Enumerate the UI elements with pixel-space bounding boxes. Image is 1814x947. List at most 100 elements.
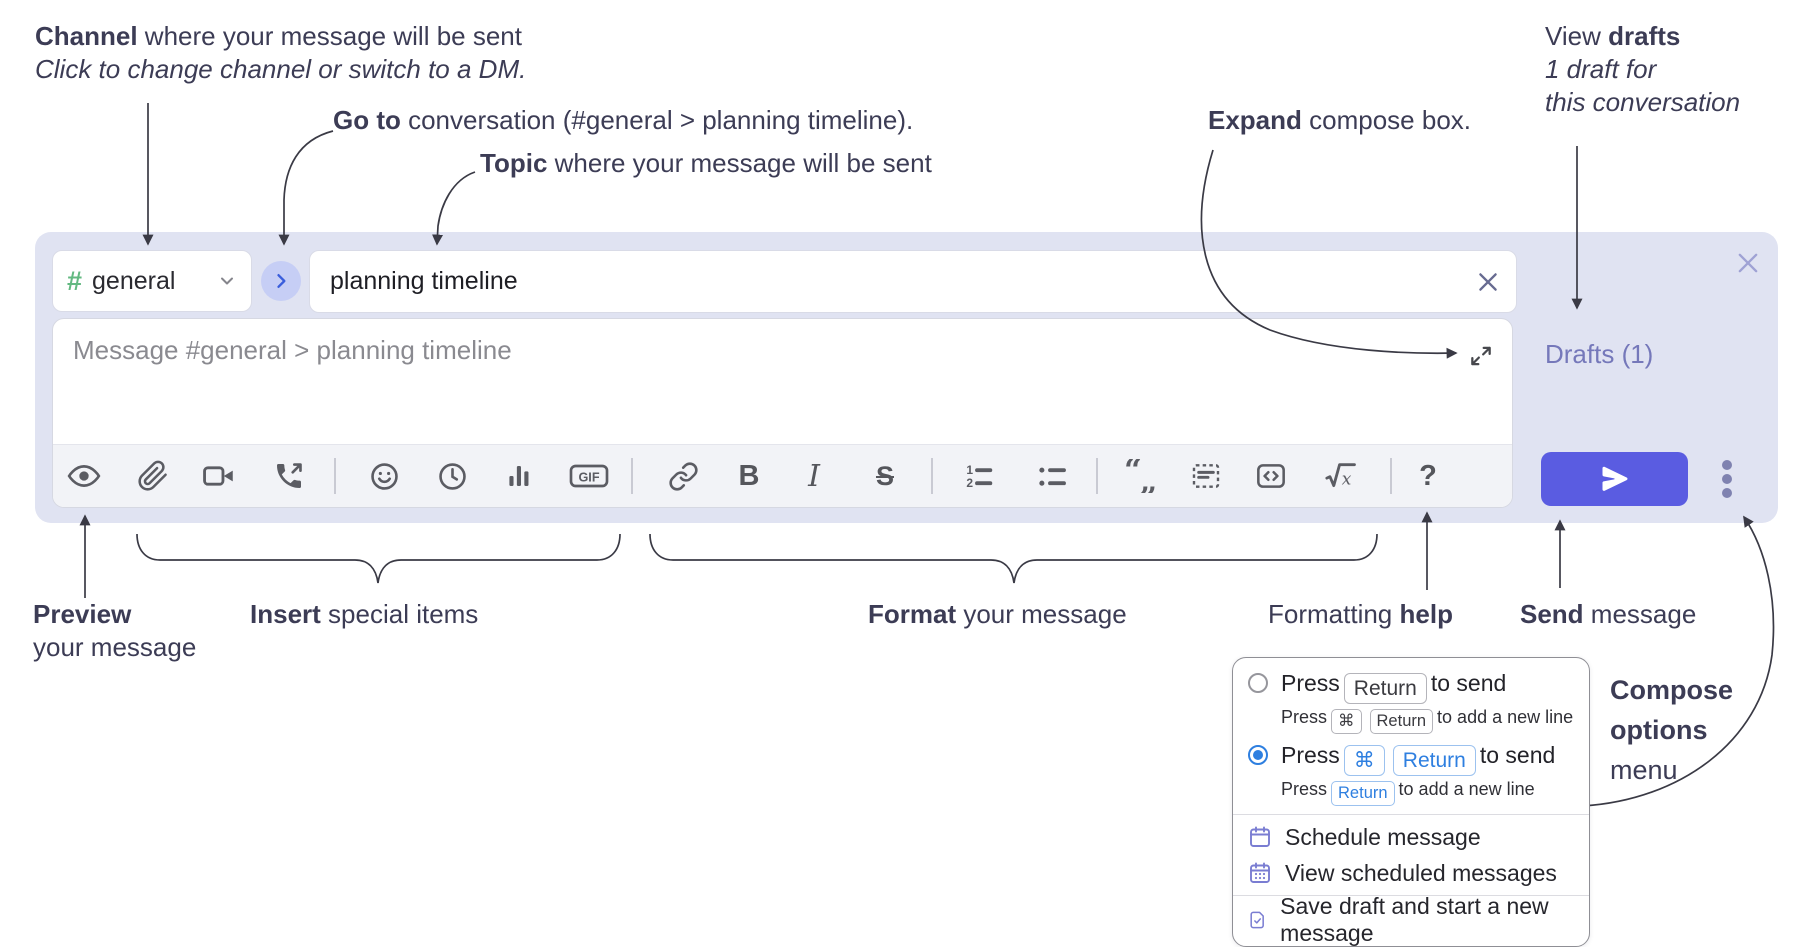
- cmd-keycap: ⌘: [1343, 745, 1385, 776]
- link-icon: [668, 461, 698, 491]
- compose-options-annotation: Compose options menu: [1610, 675, 1734, 785]
- bulleted-list-button[interactable]: [1029, 453, 1075, 499]
- channel-name: general: [92, 266, 176, 295]
- video-camera-icon: [203, 466, 233, 486]
- menu-divider: [1233, 814, 1589, 815]
- bold-icon: B: [738, 459, 760, 492]
- send-plane-icon: [1602, 466, 1627, 491]
- chevron-right-icon: [277, 274, 286, 288]
- save-draft-item[interactable]: Save draft and start a new message: [1248, 893, 1574, 946]
- draft-document-icon: [1250, 911, 1264, 929]
- recent-button[interactable]: [429, 453, 475, 499]
- strikethrough-icon: S: [875, 460, 894, 491]
- bar-chart-icon: [509, 466, 529, 486]
- code-brackets-icon: [1257, 464, 1285, 488]
- svg-text:GIF: GIF: [578, 470, 599, 484]
- kebab-menu-icon: [1722, 460, 1732, 498]
- code-block-icon: [1192, 464, 1220, 488]
- topic-input-box: [309, 250, 1517, 313]
- ordered-list-icon: 1 2: [966, 463, 993, 490]
- close-icon: [1479, 272, 1497, 291]
- chevron-down-icon: [221, 277, 233, 285]
- bold-button[interactable]: B: [726, 453, 772, 499]
- topic-input[interactable]: [310, 267, 1468, 296]
- topic-annotation: Topic where your message will be sent: [480, 148, 932, 178]
- toolbar-divider: [631, 458, 633, 494]
- formatting-help-annotation: Formatting help: [1268, 599, 1453, 629]
- channel-hash-icon: #: [67, 265, 83, 296]
- ordered-list-button[interactable]: 1 2: [956, 453, 1002, 499]
- svg-text:1: 1: [966, 463, 973, 477]
- formatting-help-button[interactable]: ?: [1405, 453, 1451, 499]
- italic-button[interactable]: I: [791, 453, 837, 499]
- view-drafts-annotation: View drafts 1 draft for this conversatio…: [1545, 21, 1741, 117]
- link-button[interactable]: [660, 453, 706, 499]
- message-input[interactable]: [53, 319, 1512, 445]
- sqrt-icon: x: [1325, 463, 1356, 490]
- calendar-grid-icon: [1250, 862, 1270, 883]
- toolbar-divider: [931, 458, 933, 494]
- radio-selected[interactable]: [1248, 745, 1268, 765]
- send-button[interactable]: [1541, 452, 1688, 506]
- format-annotation: Format your message: [868, 599, 1127, 629]
- goto-annotation: Go to conversation (#general > planning …: [333, 105, 914, 135]
- channel-selector-button[interactable]: # general: [52, 250, 252, 312]
- menu-divider: [1233, 895, 1589, 896]
- calendar-icon: [1250, 826, 1270, 847]
- expand-annotation: Expand compose box.: [1208, 105, 1472, 135]
- clock-icon: [438, 462, 466, 490]
- quote-icon: “ „: [1124, 459, 1158, 493]
- toolbar-divider: [334, 458, 336, 494]
- italic-icon: I: [808, 458, 820, 494]
- emoji-button[interactable]: [361, 453, 407, 499]
- code-block-button[interactable]: [1183, 453, 1229, 499]
- smiley-icon: [370, 462, 398, 490]
- insert-annotation: Insert special items: [250, 599, 479, 629]
- clear-topic-button[interactable]: [1468, 262, 1508, 302]
- compose-options-button[interactable]: [1705, 454, 1749, 504]
- svg-text:x: x: [1342, 470, 1352, 490]
- insert-brace: [136, 533, 621, 584]
- return-keycap: Return: [1331, 781, 1395, 806]
- formula-button[interactable]: x: [1318, 453, 1364, 499]
- goto-pointer-line: [278, 130, 334, 246]
- goto-conversation-button[interactable]: [261, 261, 301, 301]
- return-keycap: Return: [1392, 745, 1476, 776]
- channel-annotation: Channel where your message will be sent …: [35, 21, 527, 84]
- return-keycap: Return: [1369, 709, 1434, 734]
- cmd-keycap: ⌘: [1331, 709, 1362, 734]
- compose-box: # general: [35, 232, 1778, 523]
- view-scheduled-messages-item[interactable]: View scheduled messages: [1248, 855, 1574, 891]
- question-mark-icon: ?: [1419, 459, 1437, 492]
- blockquote-button[interactable]: “ „: [1118, 453, 1164, 499]
- eye-icon: [67, 465, 101, 487]
- audio-call-button[interactable]: [266, 453, 312, 499]
- radio-unselected[interactable]: [1248, 673, 1268, 693]
- close-compose-button[interactable]: [1727, 242, 1769, 284]
- gif-icon: GIF: [569, 464, 609, 488]
- expand-compose-button[interactable]: [1464, 339, 1498, 373]
- svg-text:“: “: [1124, 459, 1142, 488]
- gif-button[interactable]: GIF: [566, 453, 612, 499]
- expand-icon: [1471, 346, 1491, 366]
- close-icon: [1738, 253, 1758, 273]
- message-editor: GIF B I S 1 2: [52, 318, 1513, 508]
- inline-code-button[interactable]: [1248, 453, 1294, 499]
- svg-text:2: 2: [966, 476, 973, 490]
- drafts-link[interactable]: Drafts (1): [1545, 339, 1654, 369]
- video-clip-button[interactable]: [196, 453, 242, 499]
- phone-call-icon: [277, 463, 302, 488]
- preview-button[interactable]: [61, 453, 107, 499]
- schedule-message-item[interactable]: Schedule message: [1248, 819, 1574, 855]
- strikethrough-button[interactable]: S: [862, 453, 908, 499]
- send-annotation: Send message: [1520, 599, 1697, 629]
- poll-button[interactable]: [496, 453, 542, 499]
- attach-file-button[interactable]: [130, 453, 176, 499]
- bulleted-list-icon: [1039, 467, 1066, 486]
- paperclip-icon: [138, 460, 167, 491]
- formatting-toolbar: GIF B I S 1 2: [53, 444, 1512, 507]
